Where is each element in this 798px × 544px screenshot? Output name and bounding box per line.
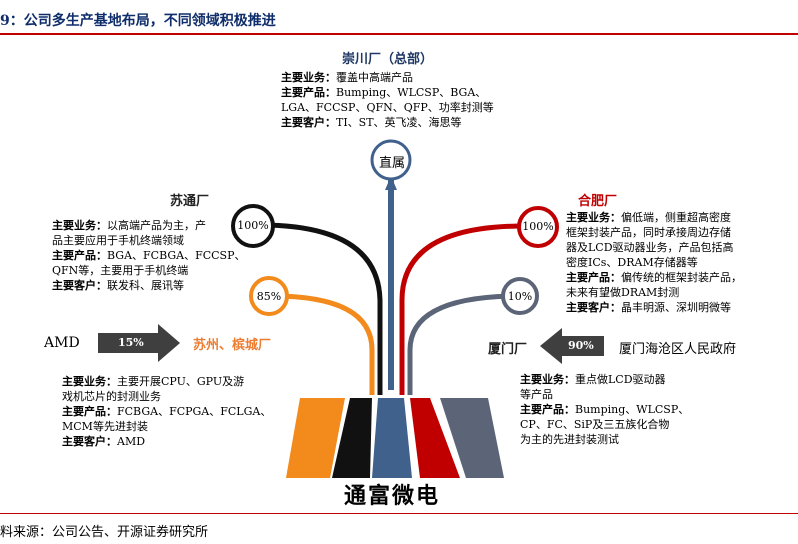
gov-arrow: [540, 328, 604, 364]
detail-line: 主要业务：重点做LCD驱动器: [520, 373, 666, 386]
pct-xiamen: 10%: [507, 290, 533, 303]
detail-line: 主要客户：TI、ST、英飞凌、海思等: [281, 116, 462, 129]
source-note: 料来源：公司公告、开源证券研究所: [0, 525, 209, 540]
plant-suzhou-details: 主要业务：主要开展CPU、GPU及游 戏机芯片的封测业务 主要产品：FCBGA、…: [62, 374, 271, 449]
detail-line: 主要业务：以高端产品为主，产: [52, 219, 206, 232]
detail-line: 主要业务：偏低端，侧重超高密度: [566, 211, 731, 224]
circle-hefei: [517, 206, 559, 248]
plant-suzhou-name: 苏州、槟城厂: [193, 338, 272, 353]
detail-line: 主要客户：AMD: [62, 435, 146, 448]
plant-chongchuan-name: 崇川厂（总部）: [342, 52, 434, 67]
footer-rule: [0, 513, 798, 514]
plant-chongchuan-details: 主要业务：覆盖中高端产品 主要产品：Bumping、WLCSP、BGA、 LGA…: [281, 70, 494, 130]
base-blue: [372, 398, 412, 478]
detail-line: 未来有望做DRAM封测: [566, 286, 680, 299]
detail-line: 主要业务：覆盖中高端产品: [281, 71, 413, 84]
detail-line: QFN等，主要用于手机终端: [52, 264, 189, 277]
circle-direct: [370, 139, 412, 181]
detail-line: 等产品: [520, 388, 553, 401]
plant-xiamen-name: 厦门厂: [488, 342, 528, 357]
base-gray: [440, 398, 504, 478]
partner-amd-pct: 15%: [118, 336, 144, 349]
pct-suzhou: 85%: [256, 290, 282, 303]
partner-gov-pct: 90%: [568, 339, 594, 352]
detail-line: 主要产品：FCBGA、FCPGA、FCLGA、: [62, 405, 272, 418]
detail-line: CP、FC、SiP及三五族化合物: [520, 418, 670, 431]
figure-title: 9：公司多生产基地布局，不同领域积极推进: [0, 13, 276, 29]
base-black: [332, 398, 372, 478]
amd-arrow: [98, 324, 180, 362]
base-orange: [286, 398, 345, 478]
circle-suzhou: [249, 276, 289, 316]
circle-xiamen: [501, 277, 539, 315]
detail-line: 戏机芯片的封测业务: [62, 390, 161, 403]
plant-hefei-name: 合肥厂: [578, 194, 618, 209]
company-name: 通富微电: [344, 483, 441, 509]
title-bar: 9：公司多生产基地布局，不同领域积极推进: [0, 0, 798, 35]
plant-hefei-details: 主要业务：偏低端，侧重超高密度 框架封装产品，同时承接周边存储 器及LCD驱动器…: [566, 210, 742, 315]
title-rule: [0, 33, 798, 35]
detail-line: 为主的先进封装测试: [520, 433, 619, 446]
detail-line: 主要业务：主要开展CPU、GPU及游: [62, 375, 245, 388]
detail-line: 器及LCD驱动器业务，产品包括高: [566, 241, 734, 254]
detail-line: 品主要应用于手机终端领域: [52, 234, 184, 247]
direct-label: 直属: [379, 156, 406, 171]
pct-sutong: 100%: [237, 219, 269, 232]
detail-line: 主要客户：晶丰明源、深圳明微等: [566, 301, 731, 314]
detail-line: 密度ICs、DRAM存储器等: [566, 256, 698, 269]
detail-line: LGA、FCCSP、QFN、QFP、功率封测等: [281, 101, 494, 114]
direct-arrow-head: [385, 176, 397, 190]
detail-line: MCM等先进封装: [62, 420, 148, 433]
plant-sutong-name: 苏通厂: [170, 194, 210, 209]
connector-gray: [407, 293, 521, 395]
detail-line: 主要客户：联发科、展讯等: [52, 279, 184, 292]
base-red: [410, 398, 460, 478]
detail-line: 主要产品：Bumping、WLCSP、BGA、: [281, 86, 487, 99]
detail-line: 主要产品：BGA、FCBGA、FCCSP、: [52, 249, 246, 262]
plant-xiamen-details: 主要业务：重点做LCD驱动器 等产品 主要产品：Bumping、WLCSP、 C…: [520, 372, 689, 447]
plant-sutong-details: 主要业务：以高端产品为主，产 品主要应用于手机终端领域 主要产品：BGA、FCB…: [52, 218, 246, 293]
circle-sutong: [231, 204, 275, 248]
detail-line: 主要产品：Bumping、WLCSP、: [520, 403, 690, 416]
partner-gov-name: 厦门海沧区人民政府: [619, 342, 737, 357]
detail-line: 主要产品：偏传统的框架封装产品，: [566, 271, 742, 284]
connector-black: [259, 222, 383, 395]
detail-line: 框架封装产品，同时承接周边存储: [566, 226, 731, 239]
connector-orange: [271, 293, 375, 395]
partner-amd-name: AMD: [44, 335, 80, 351]
pct-hefei: 100%: [522, 220, 554, 233]
connector-red: [399, 223, 525, 395]
